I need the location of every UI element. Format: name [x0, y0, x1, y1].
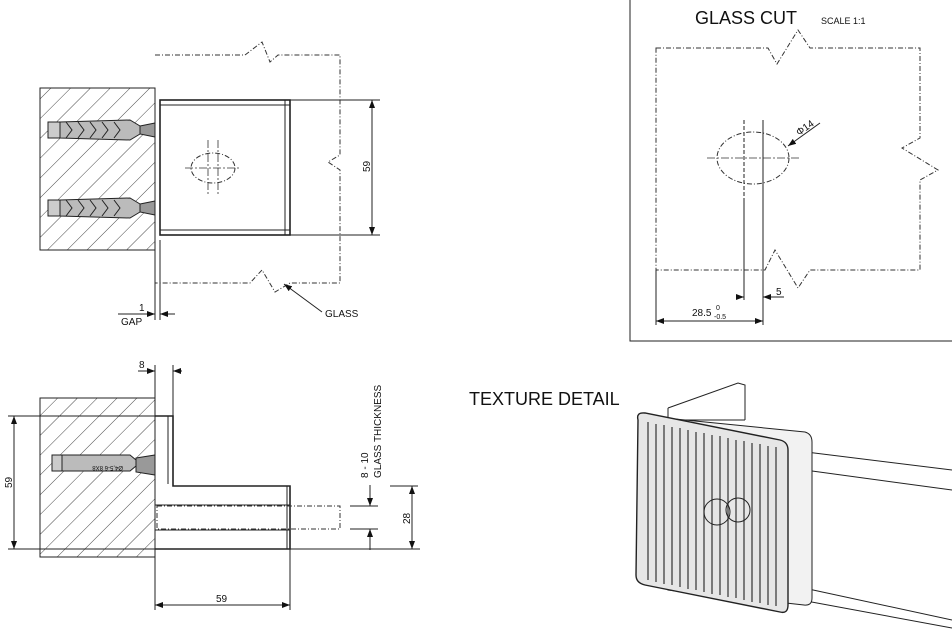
scale-label: SCALE 1:1 [821, 16, 866, 26]
slot-width: 5 [776, 287, 782, 298]
glass-thickness-value: 8 - 10 [360, 452, 371, 478]
anchor-bolt [47, 197, 156, 219]
glass-label: GLASS [325, 309, 359, 320]
gap-label: GAP [121, 317, 142, 328]
wall-section [39, 87, 156, 251]
dim-depth-label: 59 [216, 594, 228, 605]
clamp-body [159, 99, 291, 236]
glass-outline [155, 41, 341, 293]
glass-cut-title: GLASS CUT [695, 8, 797, 28]
gap-value: 1 [139, 303, 145, 314]
hole-diameter: Φ14 [794, 118, 816, 138]
anchor-bolt [47, 119, 156, 141]
texture-title: TEXTURE DETAIL [469, 389, 620, 409]
tolerance-upper: 0 [716, 305, 720, 312]
glass-edge [156, 505, 341, 530]
dim-height-label: 59 [362, 160, 373, 172]
anchor-text: Ø4,5-6 8X8 [92, 464, 123, 470]
glass-outline [655, 29, 939, 289]
top-view: 59 1 GAP GLASS [39, 41, 380, 328]
dim-clamp-label: 28 [402, 512, 413, 524]
side-view: Ø4,5-6 8X8 59 8 8 - 10 GLASS THICKNESS 2… [4, 360, 420, 610]
edge-distance: 28.5 [692, 308, 712, 319]
tolerance-lower: -0.5 [714, 314, 726, 321]
texture-detail: TEXTURE DETAIL [469, 382, 952, 629]
anchor-bolt: Ø4,5-6 8X8 [51, 454, 156, 476]
wall-section [39, 397, 156, 558]
dim-plate-label: 8 [139, 360, 145, 371]
dim-height-label: 59 [4, 476, 15, 488]
glass-thickness-label: GLASS THICKNESS [373, 384, 384, 478]
glass-cut-panel: GLASS CUT SCALE 1:1 Φ14 5 28.5 0 -0.5 [629, 0, 952, 342]
